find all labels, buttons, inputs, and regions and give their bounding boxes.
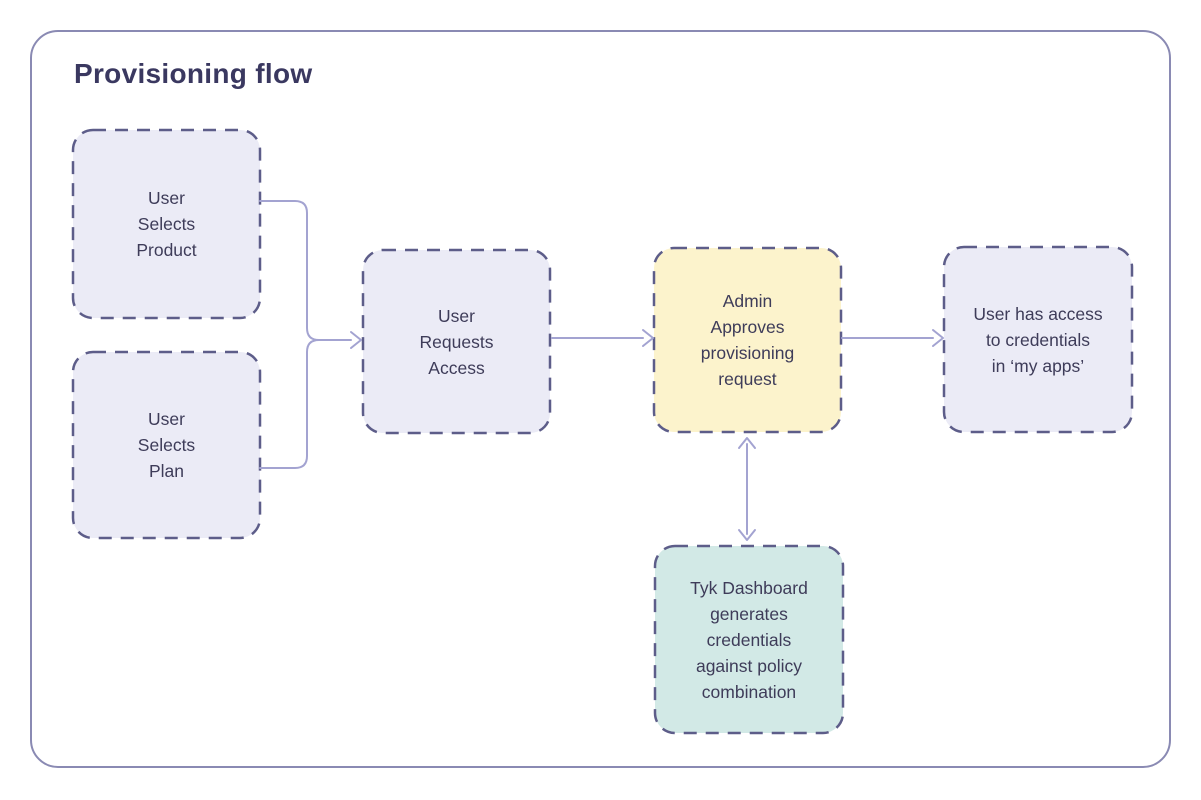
arrowhead-up-into-admin-icon [738,437,756,449]
arrowhead-into-access-icon [932,329,944,347]
connectors-layer [259,200,944,541]
node-user-selects-plan-box [71,350,262,540]
arrowhead-into-requests-icon [350,331,362,349]
diagram-title: Provisioning flow [74,58,313,89]
node-tyk-dashboard-box [653,544,845,735]
node-user-has-access-box [942,245,1134,434]
node-admin-approves-box [652,246,843,434]
node-user-selects-product-box [71,128,262,320]
node-boxes-layer [71,128,1134,735]
arrowhead-down-into-tyk-icon [738,529,756,541]
arrowhead-into-admin-icon [642,329,654,347]
connector-plan-to-merge [259,339,320,469]
connector-product-to-merge [259,200,320,341]
node-user-requests-access-box [361,248,552,435]
